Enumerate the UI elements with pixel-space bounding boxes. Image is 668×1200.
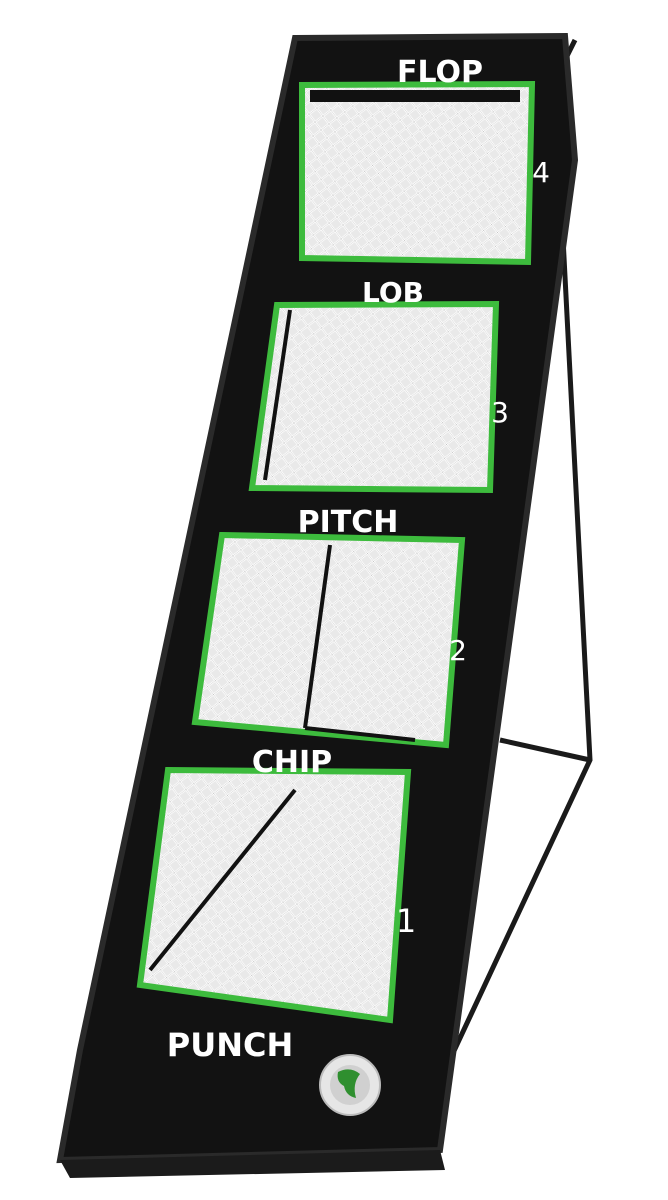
target-pocket-3 [248, 300, 500, 494]
target-pocket-4 [299, 80, 536, 266]
target-pocket-2 [191, 531, 466, 749]
bottom-label-punch: PUNCH [167, 1026, 293, 1064]
target-label-flop: FLOP [397, 55, 483, 90]
target-label-lob: LOB [362, 276, 424, 309]
target-number-3: 3 [491, 396, 509, 429]
target-number-1: 1 [396, 902, 416, 940]
panel-base [60, 1150, 445, 1178]
target-pocket-1 [136, 766, 412, 1024]
target-number-2: 2 [449, 634, 467, 667]
target-number-4: 4 [532, 156, 550, 189]
target-label-chip: CHIP [252, 745, 332, 780]
brand-logo [319, 1054, 381, 1116]
target-label-pitch: PITCH [298, 505, 399, 540]
